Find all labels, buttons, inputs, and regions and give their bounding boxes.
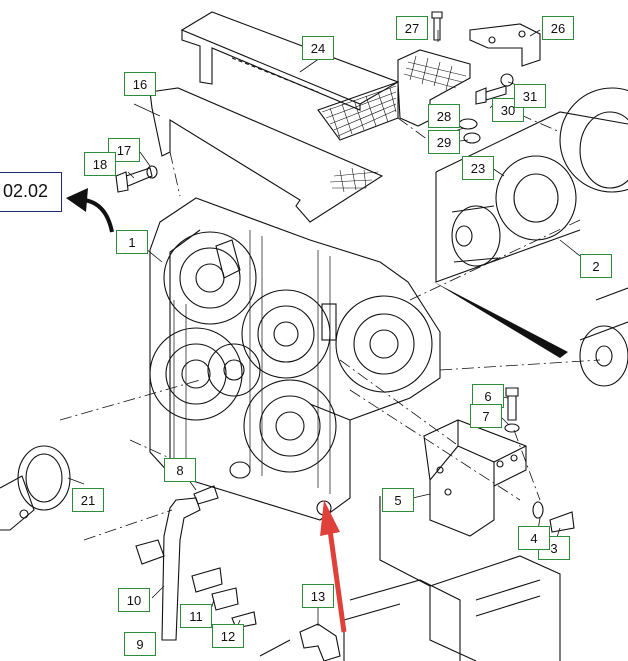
elbow-fitting-part-13 — [259, 623, 341, 661]
callout-17[interactable]: 17 — [108, 138, 140, 162]
callout-8[interactable]: 8 — [164, 458, 196, 482]
screw-part-18 — [115, 165, 158, 193]
callout-9[interactable]: 9 — [124, 632, 156, 656]
highlight-arrow — [320, 500, 347, 633]
bracket-part-26 — [469, 23, 541, 67]
callout-29[interactable]: 29 — [428, 130, 460, 154]
bolt-part-30 — [475, 73, 514, 105]
callout-18[interactable]: 18 — [84, 152, 116, 176]
callout-21[interactable]: 21 — [72, 488, 104, 512]
mounting-bracket-part-5 — [423, 419, 527, 537]
direction-wedge — [434, 282, 568, 358]
hose-assembly-part-9 — [135, 497, 257, 641]
reference-arrow — [66, 188, 114, 233]
coupling-assembly — [435, 87, 628, 387]
bolt-part-3 — [532, 501, 575, 533]
nut-part-28 — [458, 118, 481, 144]
callout-7[interactable]: 7 — [470, 404, 502, 428]
callout-23[interactable]: 23 — [462, 156, 494, 180]
callout-11[interactable]: 11 — [180, 604, 212, 628]
screw-part-27 — [431, 11, 443, 41]
callout-27[interactable]: 27 — [396, 16, 428, 40]
callout-12[interactable]: 12 — [212, 624, 244, 648]
callout-4[interactable]: 4 — [518, 526, 550, 550]
callout-10[interactable]: 10 — [118, 588, 150, 612]
center-lines — [59, 105, 601, 541]
callout-5[interactable]: 5 — [382, 488, 414, 512]
reference-label: 02.02 — [3, 181, 49, 201]
callout-28[interactable]: 28 — [428, 104, 460, 128]
gasket-part-21 — [0, 445, 71, 531]
callout-2[interactable]: 2 — [580, 254, 612, 278]
callout-1[interactable]: 1 — [116, 230, 148, 254]
callout-24[interactable]: 24 — [302, 36, 334, 60]
cover-part-16 — [149, 87, 384, 223]
gearbox-housing-part-1 — [149, 197, 441, 521]
lower-frame — [343, 496, 561, 661]
bracket-part-24 — [180, 11, 471, 141]
callout-26[interactable]: 26 — [542, 16, 574, 40]
callout-13[interactable]: 13 — [302, 584, 334, 608]
reference-box[interactable]: 02.02 — [0, 172, 62, 212]
callout-16[interactable]: 16 — [124, 72, 156, 96]
callout-31[interactable]: 31 — [514, 84, 546, 108]
bolt-part-6 — [504, 387, 520, 433]
